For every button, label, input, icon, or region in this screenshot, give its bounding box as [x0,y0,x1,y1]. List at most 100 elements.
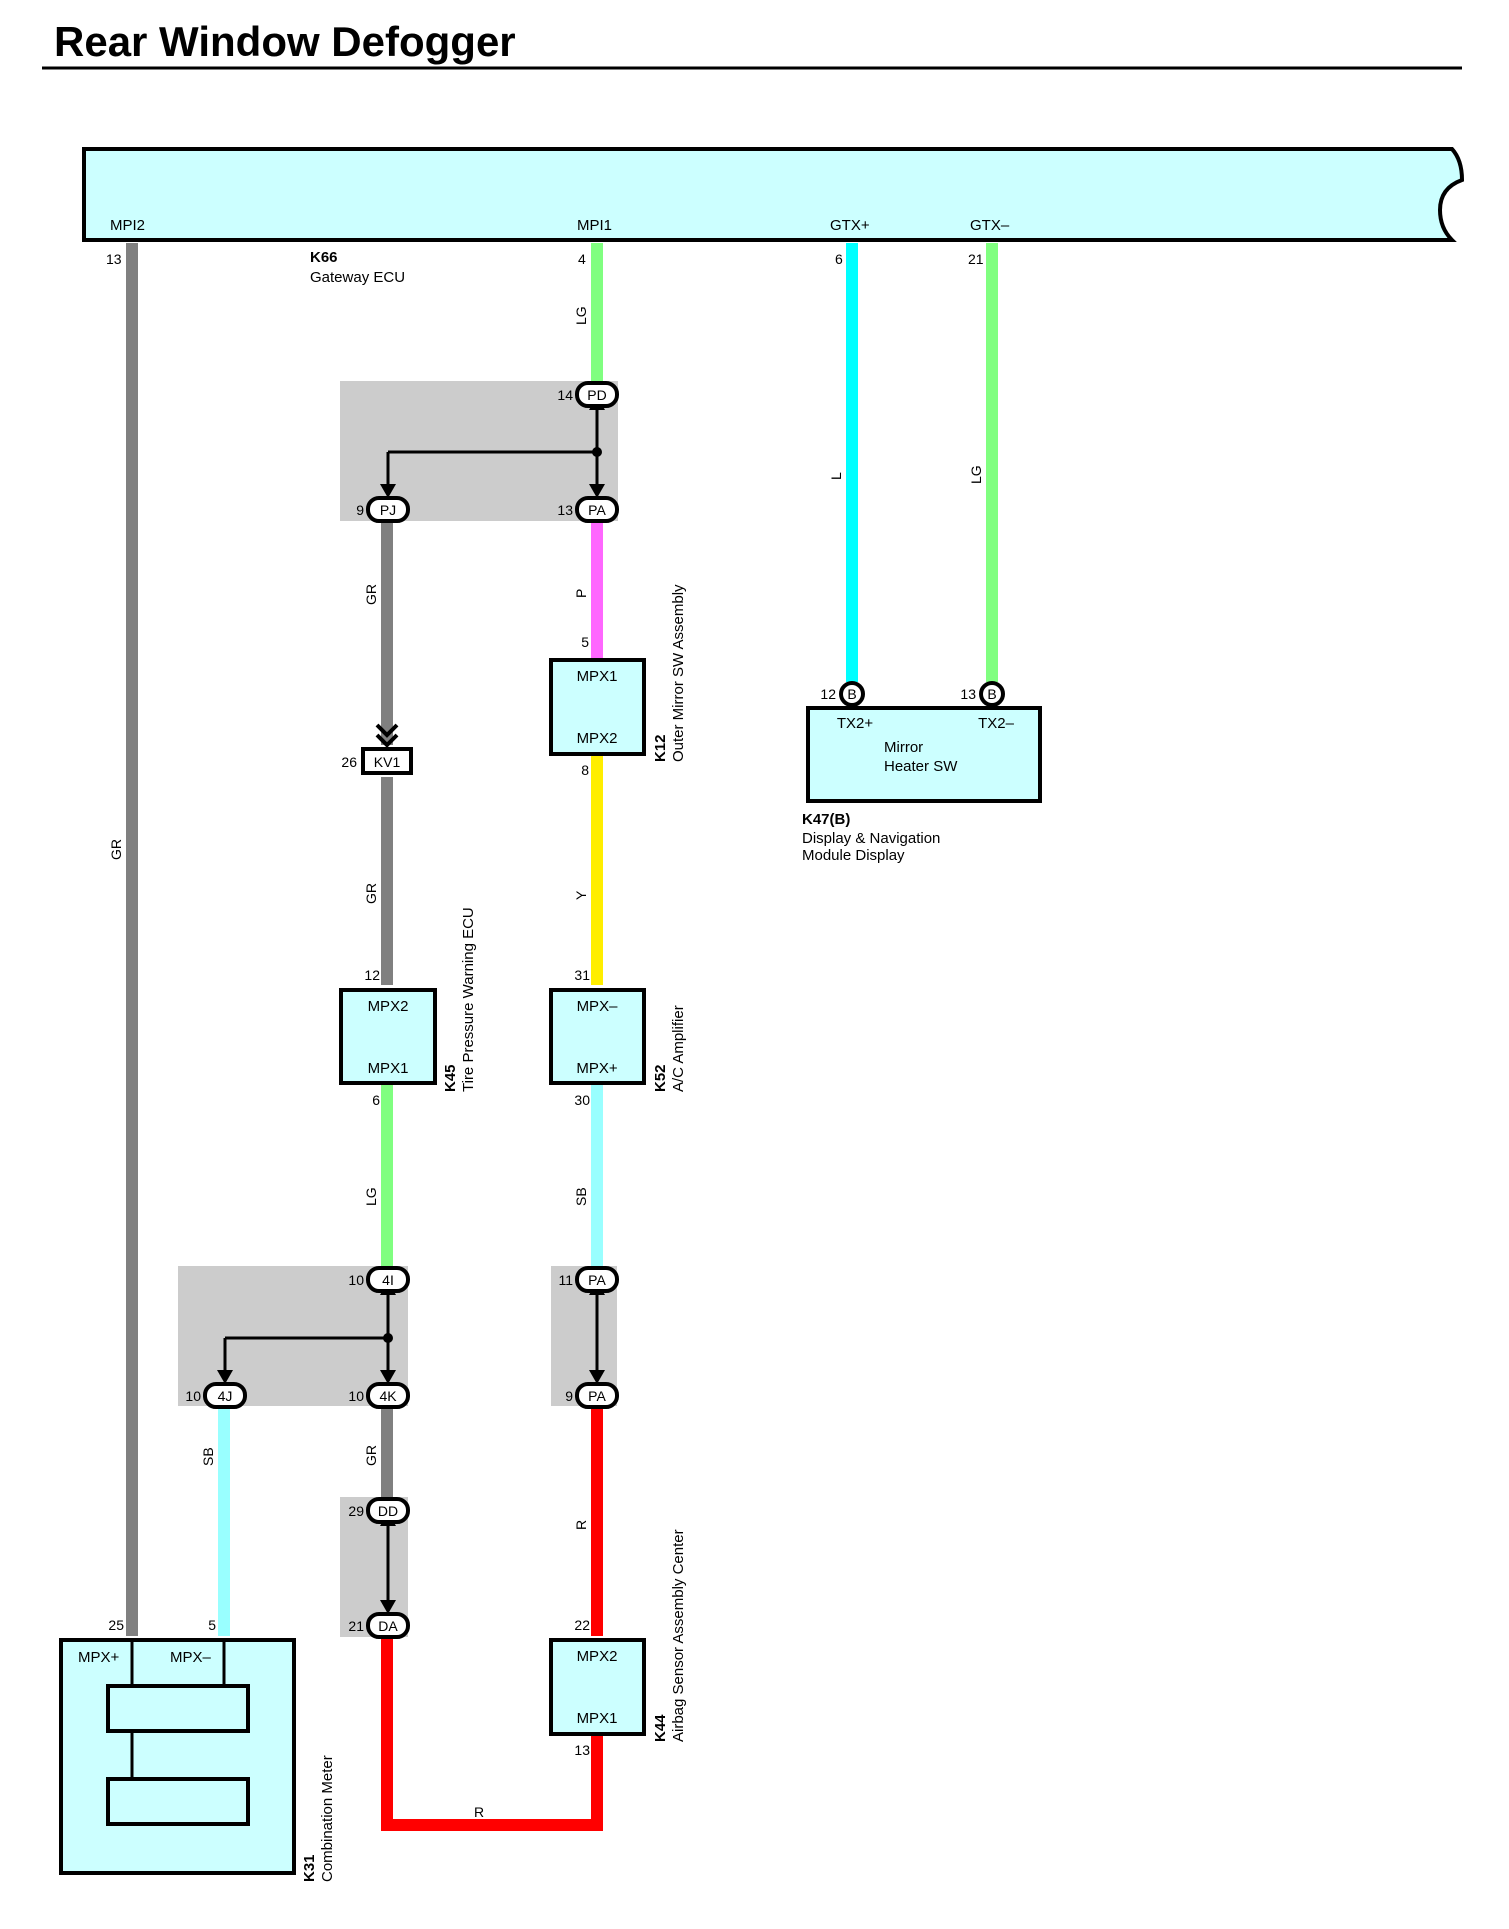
svg-text:10: 10 [348,1388,364,1404]
svg-text:MPX1: MPX1 [577,668,618,685]
k45-component: 12 MPX2 MPX1 6 K45 Tire Pressure Warning… [339,907,477,1108]
svg-text:K31: K31 [301,1854,318,1882]
svg-text:R: R [474,1804,484,1820]
svg-text:SB: SB [200,1447,216,1466]
wire-r-da-k44 [381,1634,603,1831]
page-title: Rear Window Defogger [54,18,516,65]
svg-text:PA: PA [588,1272,606,1288]
gateway-ecu-box [82,147,1465,242]
k47-component: B B 12 13 TX2+ TX2– Mirror Heater SW K47… [802,681,1042,864]
svg-text:GR: GR [108,839,124,860]
svg-text:31: 31 [574,967,590,983]
connector-da: DA 21 [348,1612,410,1639]
gateway-pin-num-4: 4 [578,251,586,267]
svg-text:Airbag Sensor Assembly Center: Airbag Sensor Assembly Center [670,1529,687,1742]
svg-text:6: 6 [372,1092,380,1108]
svg-text:12: 12 [364,967,380,983]
svg-text:PA: PA [588,502,606,518]
svg-text:SB: SB [573,1187,589,1206]
svg-text:TX2+: TX2+ [837,715,874,732]
svg-text:DD: DD [378,1503,398,1519]
wire-color-labels: GR LG L LG GR GR P Y LG SB SB GR R R [108,306,984,1820]
gateway-pin-num-6: 6 [835,251,843,267]
svg-text:MPX2: MPX2 [577,730,618,747]
svg-text:KV1: KV1 [374,754,401,770]
svg-text:PJ: PJ [380,502,396,518]
svg-text:MPX+: MPX+ [78,1649,120,1666]
svg-text:K12: K12 [652,734,669,762]
connector-4j: 4J 10 [185,1382,247,1409]
connector-4i: 4I 10 [348,1266,410,1293]
gateway-name: Gateway ECU [310,269,405,286]
k12-component: 5 MPX1 MPX2 8 K12 Outer Mirror SW Assemb… [549,584,687,778]
svg-text:11: 11 [558,1272,573,1288]
svg-text:4K: 4K [379,1388,397,1404]
svg-text:Heater SW: Heater SW [884,758,958,775]
svg-text:LG: LG [573,306,589,325]
splice-dot-4i [383,1333,393,1343]
gateway-pin-mpi1: MPI1 [577,217,612,234]
svg-text:GR: GR [363,1445,379,1466]
svg-text:PD: PD [587,387,606,403]
svg-text:Module Display: Module Display [802,847,905,864]
svg-text:MPX–: MPX– [577,998,619,1015]
connector-dd: DD 29 [348,1497,410,1524]
svg-text:L: L [828,472,844,480]
svg-text:K52: K52 [652,1064,669,1092]
connector-pa-top: PA 13 [557,496,619,523]
svg-text:5: 5 [208,1617,216,1633]
svg-text:MPX1: MPX1 [577,1710,618,1727]
svg-text:Outer Mirror SW Assembly: Outer Mirror SW Assembly [670,584,687,762]
connector-4k: 4K 10 [348,1382,410,1409]
svg-text:10: 10 [185,1388,201,1404]
gateway-code: K66 [310,249,338,266]
svg-text:Display & Navigation: Display & Navigation [802,830,940,847]
connector-pj: PJ 9 [356,496,410,523]
svg-text:13: 13 [574,1742,590,1758]
svg-text:13: 13 [960,686,976,702]
svg-text:22: 22 [574,1617,590,1633]
svg-text:Y: Y [573,890,589,900]
svg-text:21: 21 [348,1618,364,1634]
svg-text:5: 5 [581,634,589,650]
connector-pd: PD 14 [557,381,619,408]
k52-component: 31 MPX– MPX+ 30 K52 A/C Amplifier [549,967,687,1108]
gateway-pin-num-21: 21 [968,251,984,267]
svg-text:10: 10 [348,1272,364,1288]
svg-text:K45: K45 [442,1064,459,1092]
svg-text:MPX2: MPX2 [368,998,409,1015]
svg-text:MPX2: MPX2 [577,1648,618,1665]
svg-text:LG: LG [968,465,984,484]
k31-component: 25 5 MPX+ MPX– K31 Combination Meter [59,1617,336,1882]
svg-text:TX2–: TX2– [978,715,1015,732]
svg-text:30: 30 [574,1092,590,1108]
svg-text:9: 9 [356,502,364,518]
svg-text:8: 8 [581,762,589,778]
svg-text:Mirror: Mirror [884,739,923,756]
svg-text:Tire Pressure Warning ECU: Tire Pressure Warning ECU [460,907,477,1092]
svg-text:B: B [987,686,996,702]
gateway-pin-mpi2: MPI2 [110,217,145,234]
svg-text:14: 14 [557,387,573,403]
svg-text:25: 25 [108,1617,124,1633]
svg-text:MPX+: MPX+ [576,1060,618,1077]
gateway-pin-gtx-plus: GTX+ [830,217,870,234]
svg-text:LG: LG [363,1187,379,1206]
svg-text:K44: K44 [652,1714,669,1742]
svg-text:Combination Meter: Combination Meter [319,1755,336,1882]
connector-pa-mid: PA 11 [558,1266,619,1293]
svg-text:DA: DA [378,1618,398,1634]
svg-text:13: 13 [557,502,573,518]
gateway-pin-gtx-minus: GTX– [970,217,1010,234]
svg-text:PA: PA [588,1388,606,1404]
splice-dot-pd [592,447,602,457]
svg-text:9: 9 [565,1388,573,1404]
svg-text:A/C Amplifier: A/C Amplifier [670,1005,687,1092]
svg-text:K47(B): K47(B) [802,811,850,828]
svg-text:26: 26 [341,754,357,770]
svg-text:GR: GR [363,584,379,605]
svg-text:B: B [847,686,856,702]
k44-component: 22 MPX2 MPX1 13 K44 Airbag Sensor Assemb… [549,1529,687,1758]
gateway-pin-num-13: 13 [106,251,122,267]
